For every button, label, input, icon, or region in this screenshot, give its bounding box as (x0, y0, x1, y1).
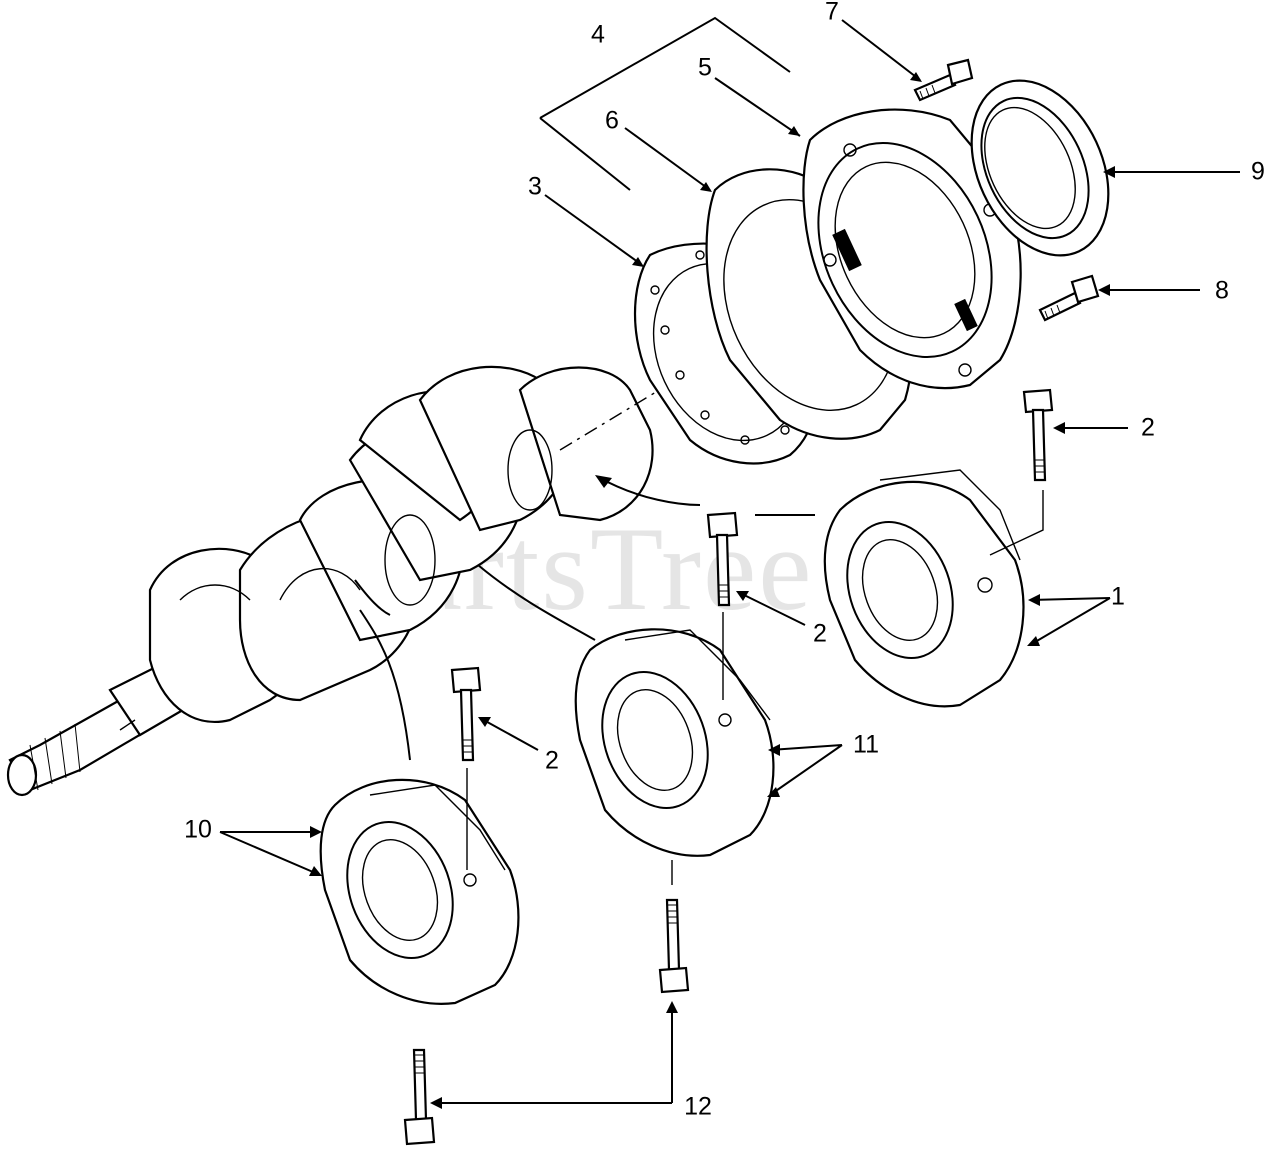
callout-4: 4 (591, 20, 605, 49)
callout-2-upper: 2 (1141, 413, 1155, 442)
oil-seal-part-9 (970, 79, 1110, 257)
bolt-part-12-right (658, 860, 690, 994)
callout-12: 12 (684, 1092, 712, 1121)
bolt-part-2-upper (989, 388, 1054, 556)
bearing-holder-part-11 (574, 628, 775, 857)
assembly-arrows (354, 475, 815, 761)
callout-2-lower: 2 (545, 746, 559, 775)
bolt-part-7 (913, 58, 974, 102)
callout-7: 7 (825, 0, 839, 26)
callout-3: 3 (528, 172, 542, 201)
bearing-holder-part-10 (319, 778, 520, 1005)
callout-8: 8 (1215, 276, 1229, 305)
callout-2-middle: 2 (813, 619, 827, 648)
bolt-part-8 (1038, 274, 1100, 322)
bearing-holder-part-1 (823, 469, 1025, 708)
callout-6: 6 (605, 106, 619, 135)
callout-11: 11 (853, 730, 879, 759)
callout-10: 10 (184, 815, 212, 844)
leader-lines (219, 16, 1240, 1109)
bearing-housing-part-5 (802, 108, 1022, 390)
callout-5: 5 (698, 53, 712, 82)
callout-9: 9 (1251, 157, 1265, 186)
bolt-part-12-left (403, 1048, 436, 1146)
bolt-part-2-middle (706, 511, 739, 700)
crankshaft (6, 304, 801, 797)
callout-1: 1 (1111, 582, 1125, 611)
bolt-part-2-lower (450, 666, 482, 870)
